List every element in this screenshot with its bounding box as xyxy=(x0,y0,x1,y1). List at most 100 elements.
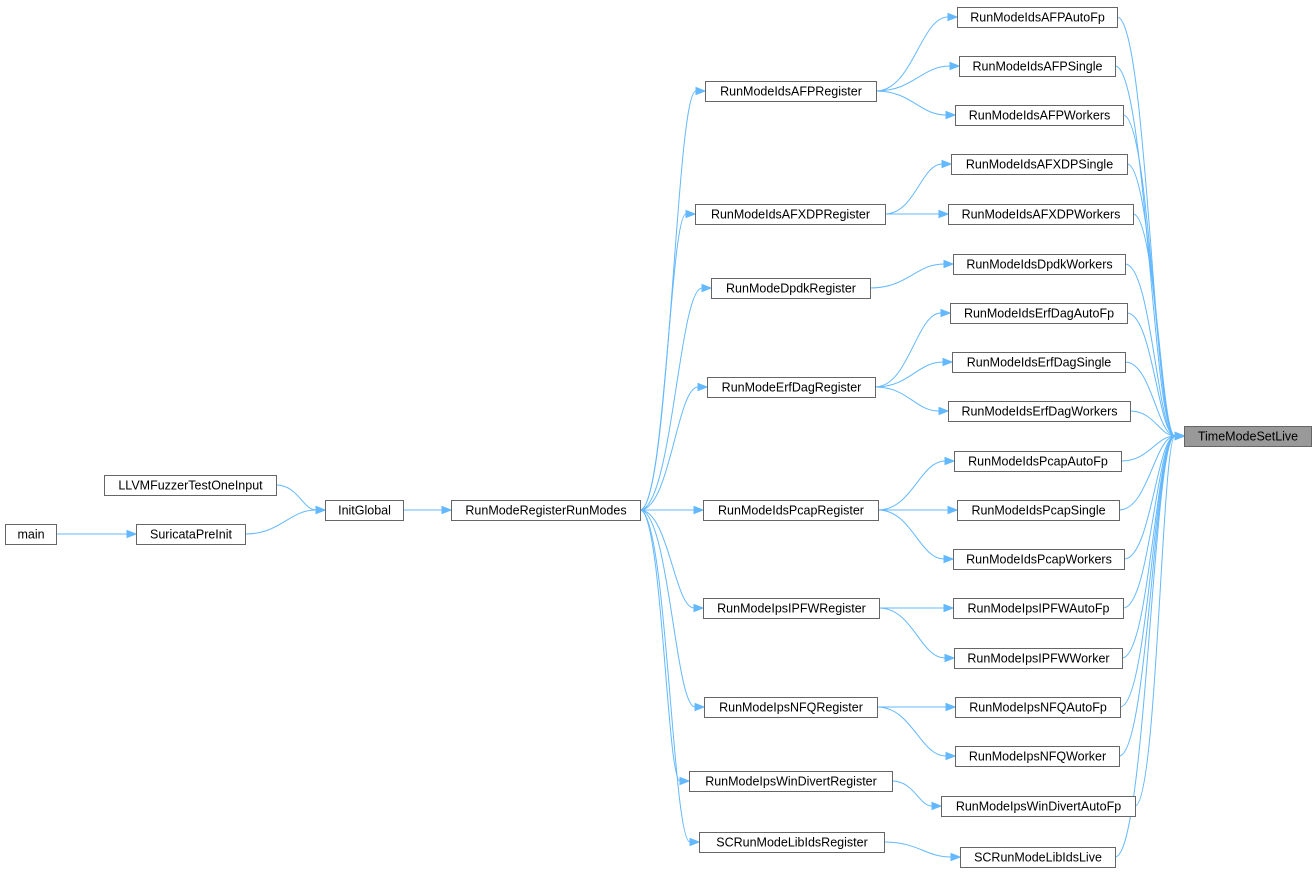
function-node[interactable]: InitGlobal xyxy=(325,500,404,521)
function-node[interactable]: RunModeRegisterRunModes xyxy=(451,500,641,521)
node-label: RunModeIdsPcapRegister xyxy=(718,504,864,518)
node-box xyxy=(704,697,878,718)
function-node[interactable]: RunModeIdsAFPWorkers xyxy=(955,105,1124,126)
edge-line xyxy=(876,706,947,757)
edge-arrowhead xyxy=(694,702,706,712)
edge-line xyxy=(639,509,696,708)
edge-arrowhead xyxy=(315,505,327,515)
edge-arrowhead xyxy=(938,209,950,219)
focus-function-node[interactable]: TimeModeSetLive xyxy=(1184,426,1312,447)
node-box xyxy=(5,524,57,545)
edge-nfqreg-to-nfqauto xyxy=(877,702,957,712)
edge-arrowhead xyxy=(693,505,705,515)
edge-line xyxy=(639,509,695,609)
edge-arrowhead xyxy=(701,283,713,293)
node-label: RunModeIdsAFXDPRegister xyxy=(711,208,870,222)
call-edges xyxy=(55,12,1186,862)
function-node[interactable]: RunModeIdsAFPAutoFp xyxy=(957,7,1118,28)
edge-line xyxy=(1126,163,1176,437)
node-box xyxy=(941,796,1136,817)
edge-arrowhead xyxy=(940,308,952,318)
edge-line xyxy=(639,509,691,843)
edge-arrowhead xyxy=(938,406,950,416)
function-node[interactable]: RunModeIpsIPFWRegister xyxy=(703,598,880,619)
edge-rmreg-to-pcapreg xyxy=(640,505,705,515)
node-label: RunModeIpsWinDivertRegister xyxy=(705,775,877,789)
edge-wdreg-to-wdauto xyxy=(891,780,943,811)
node-box xyxy=(705,81,877,102)
edge-rmreg-to-afxdpreg xyxy=(639,209,697,511)
edge-line xyxy=(639,386,699,511)
edge-line xyxy=(877,509,945,560)
edge-afxdpreg-to-afxdpworkers xyxy=(885,209,950,219)
function-node[interactable]: RunModeIpsWinDivertAutoFp xyxy=(941,796,1136,817)
edge-line xyxy=(1120,435,1176,462)
function-node[interactable]: RunModeIdsAFPRegister xyxy=(705,81,877,102)
edge-afpauto-to-target xyxy=(1116,16,1186,441)
function-node[interactable]: RunModeIdsPcapWorkers xyxy=(953,549,1125,570)
node-label: RunModeIdsAFXDPSingle xyxy=(966,158,1113,172)
function-node[interactable]: RunModeIpsNFQAutoFp xyxy=(955,697,1121,718)
edge-liblive-to-target xyxy=(1114,431,1186,858)
function-node[interactable]: main xyxy=(5,524,57,545)
edge-arrowhead xyxy=(689,837,701,847)
function-node[interactable]: RunModeIdsAFPSingle xyxy=(959,56,1116,77)
function-node[interactable]: RunModeIdsAFXDPSingle xyxy=(951,154,1128,175)
edge-suri-to-initg xyxy=(244,505,327,535)
function-node[interactable]: RunModeIdsErfDagSingle xyxy=(952,352,1126,373)
node-box xyxy=(957,7,1118,28)
function-node[interactable]: RunModeIdsPcapRegister xyxy=(703,500,879,521)
edge-dpdkreg-to-dpdkworkers xyxy=(869,259,955,289)
edge-line xyxy=(874,361,944,388)
function-node[interactable]: RunModeIdsDpdkWorkers xyxy=(953,254,1126,275)
node-label: RunModeErfDagRegister xyxy=(722,381,862,395)
edge-afpreg-to-afpworkers xyxy=(875,90,957,120)
edge-line xyxy=(1129,410,1176,437)
function-node[interactable]: LLVMFuzzerTestOneInput xyxy=(104,475,277,496)
function-node[interactable]: RunModeIdsPcapAutoFp xyxy=(954,451,1122,472)
edge-erfreg-to-erfsingle xyxy=(874,357,954,388)
function-node[interactable]: RunModeIpsIPFWWorker xyxy=(954,648,1123,669)
function-node[interactable]: SCRunModeLibIdsRegister xyxy=(699,832,885,853)
node-label: RunModeIdsPcapSingle xyxy=(971,504,1105,518)
edge-line xyxy=(639,90,697,511)
function-node[interactable]: RunModeIdsPcapSingle xyxy=(957,500,1120,521)
node-label: RunModeIdsAFPRegister xyxy=(720,85,862,99)
node-label: RunModeIdsPcapAutoFp xyxy=(968,455,1108,469)
edge-arrowhead xyxy=(943,603,955,613)
edge-line xyxy=(244,509,317,535)
function-node[interactable]: SuricataPreInit xyxy=(136,524,246,545)
edge-line xyxy=(1114,435,1176,858)
function-node[interactable]: RunModeIpsIPFWAutoFp xyxy=(953,598,1124,619)
function-node[interactable]: RunModeDpdkRegister xyxy=(711,278,871,299)
edge-arrowhead xyxy=(693,603,705,613)
edge-arrowhead xyxy=(126,529,138,539)
function-node[interactable]: RunModeIdsErfDagAutoFp xyxy=(950,303,1128,324)
function-node[interactable]: RunModeIpsNFQRegister xyxy=(704,697,878,718)
node-label: RunModeIpsNFQAutoFp xyxy=(969,701,1107,715)
node-label: SCRunModeLibIdsRegister xyxy=(716,836,867,850)
function-node[interactable]: RunModeIdsAFXDPRegister xyxy=(695,204,886,225)
edge-arrowhead xyxy=(945,110,957,120)
node-box xyxy=(325,500,404,521)
edge-arrowhead xyxy=(944,456,956,466)
node-label: RunModeIdsAFPSingle xyxy=(973,60,1103,74)
edge-afxdpreg-to-afxdpsingle xyxy=(884,159,953,215)
node-label: RunModeIpsIPFWAutoFp xyxy=(968,602,1110,616)
function-node[interactable]: SCRunModeLibIdsLive xyxy=(960,847,1116,868)
edge-erfreg-to-erfauto xyxy=(874,308,952,388)
edge-arrowhead xyxy=(947,505,959,515)
function-node[interactable]: RunModeIdsAFXDPWorkers xyxy=(948,204,1134,225)
edge-afpreg-to-afpsingle xyxy=(875,61,961,92)
edge-libreg-to-liblive xyxy=(883,841,962,862)
node-label: RunModeIdsAFPAutoFp xyxy=(970,11,1105,25)
function-node[interactable]: RunModeIpsNFQWorker xyxy=(955,746,1120,767)
node-label: SuricataPreInit xyxy=(150,528,233,542)
function-node[interactable]: RunModeErfDagRegister xyxy=(707,377,876,398)
edge-rmreg-to-nfqreg xyxy=(639,509,706,712)
edge-line xyxy=(874,312,942,388)
function-node[interactable]: RunModeIdsErfDagWorkers xyxy=(948,401,1131,422)
function-node[interactable]: RunModeIpsWinDivertRegister xyxy=(689,771,893,792)
edge-line xyxy=(1126,312,1176,437)
node-box xyxy=(136,524,246,545)
